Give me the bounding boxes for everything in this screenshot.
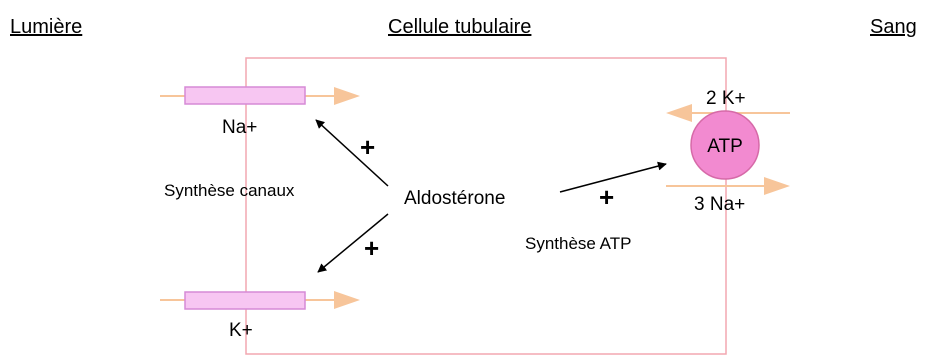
arrow-to-k-channel <box>317 213 389 273</box>
na-pump-flow-arrow <box>666 177 790 195</box>
atp-label: ATP <box>707 136 743 157</box>
k-channel <box>184 291 306 310</box>
aldosterone-label: Aldostérone <box>404 188 505 209</box>
plus-sign-na: + <box>360 132 375 162</box>
arrow-to-na-channel <box>315 119 389 187</box>
pump-na-label: 3 Na+ <box>694 194 745 215</box>
tubular-cell-outline <box>245 57 727 355</box>
header-blood: Sang <box>870 16 917 38</box>
header-cell: Cellule tubulaire <box>388 16 531 38</box>
plus-sign-atp: + <box>599 182 614 212</box>
synthesis-atp-label: Synthèse ATP <box>525 234 631 253</box>
na-channel-label: Na+ <box>222 117 257 138</box>
pump-k-label: 2 K+ <box>706 88 746 109</box>
plus-sign-k: + <box>364 233 379 263</box>
k-channel-label: K+ <box>229 320 253 341</box>
header-lumen: Lumière <box>10 16 82 38</box>
arrow-to-atp-pump <box>559 161 667 193</box>
na-channel <box>184 86 306 105</box>
synthesis-channels-label: Synthèse canaux <box>164 181 295 200</box>
atp-pump <box>690 110 760 180</box>
